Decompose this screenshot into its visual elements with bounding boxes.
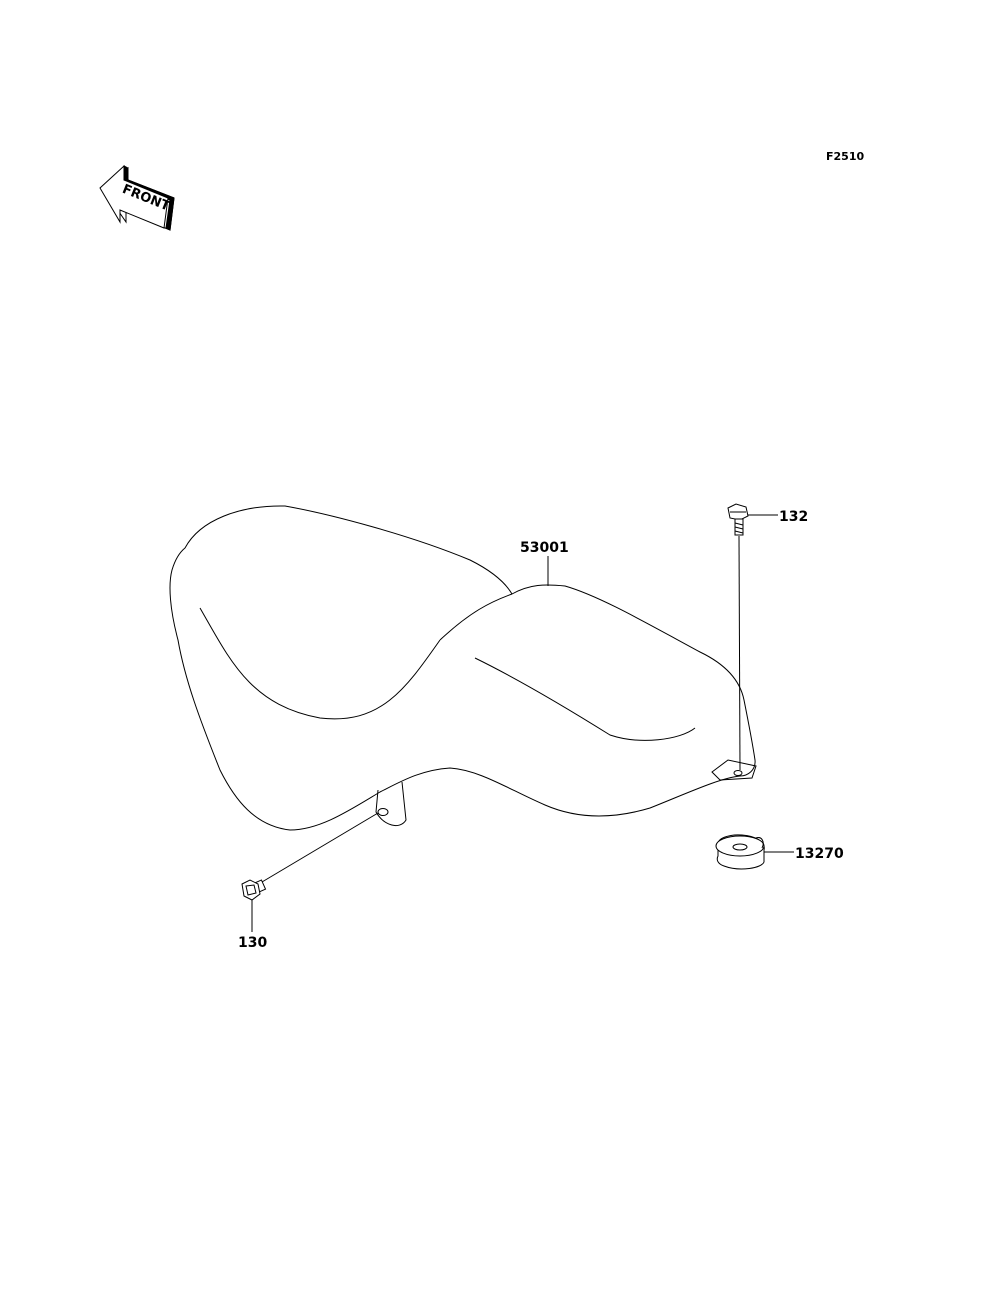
seat-icon — [169, 505, 757, 831]
seat-outline — [169, 505, 756, 831]
front-direction-arrow-icon: FRONT — [99, 164, 175, 231]
bolt-icon — [727, 503, 749, 536]
part-number-13270: 13270 — [795, 846, 844, 862]
part-number-130: 130 — [238, 935, 267, 951]
part-number-132: 132 — [779, 509, 808, 525]
figure-code: F2510 — [826, 150, 864, 163]
flange-bolt-icon — [241, 879, 267, 901]
part-number-53001: 53001 — [520, 540, 569, 556]
seat-damper-icon — [715, 834, 765, 870]
